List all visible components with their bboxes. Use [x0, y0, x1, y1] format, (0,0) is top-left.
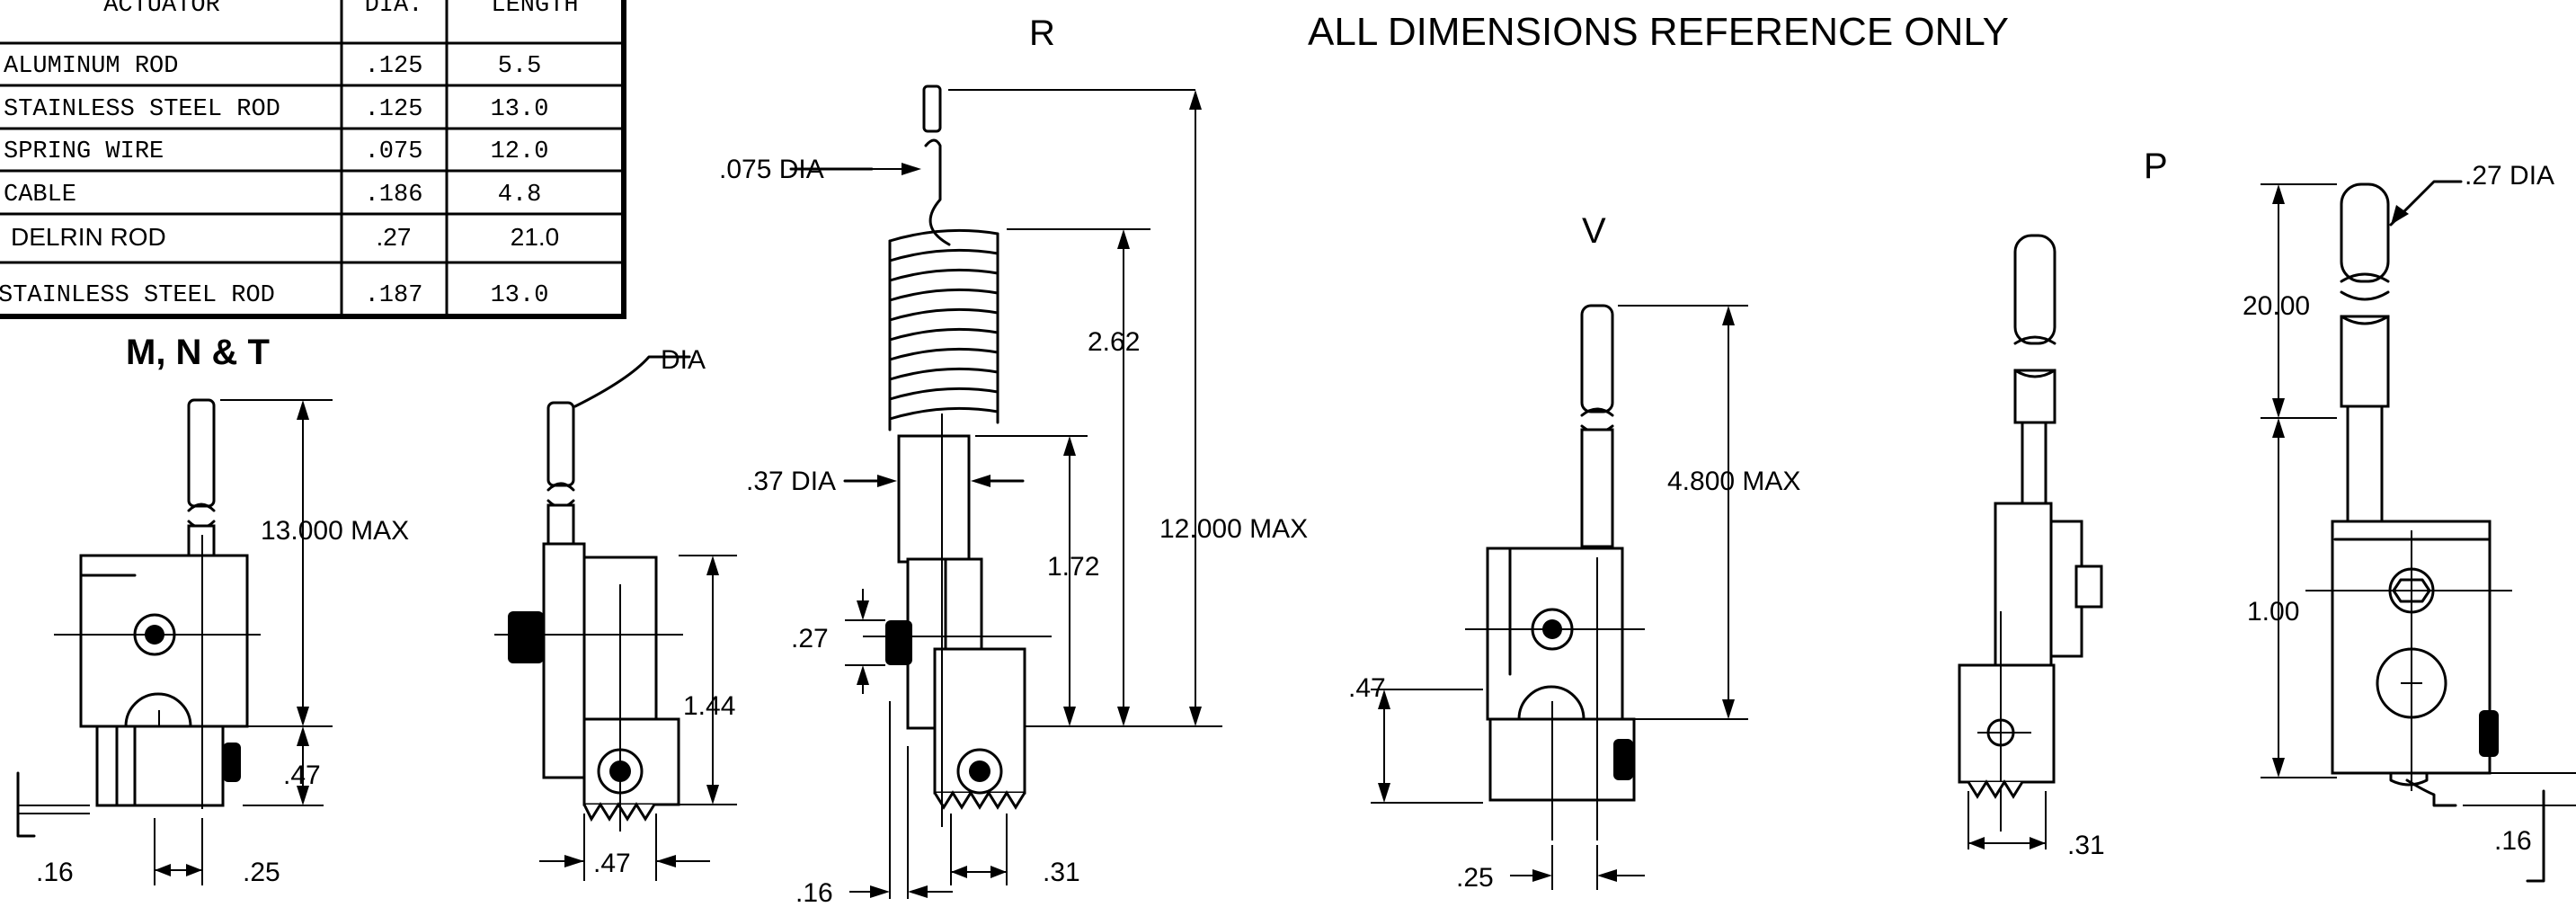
table-header-actuator: ACTUATOR	[103, 0, 220, 19]
dim-mnt-047: .47	[283, 760, 321, 790]
dim-mnt-025: .25	[243, 858, 280, 887]
table-cell: 13.0	[491, 282, 549, 309]
dim-r-031: .31	[1043, 858, 1080, 887]
dim-mnt-047-side: .47	[593, 849, 631, 878]
table-cell: 5.5	[498, 53, 542, 80]
table-header-dia: DIA.	[365, 0, 423, 19]
dim-mnt-016: .16	[36, 858, 74, 887]
view-v: V 4.800 MAX .47 .25	[1348, 211, 1800, 893]
view-title-r: R	[1029, 13, 1055, 53]
dim-p-2000: 20.00	[2243, 291, 2310, 321]
table-cell: 13.0	[491, 96, 549, 123]
view-p-front: P .27 DIA 20.00 1.00 .16	[2144, 147, 2576, 883]
table-cell: .075	[365, 138, 423, 165]
dim-mnt-144: 1.44	[683, 691, 735, 721]
dim-p-031: .31	[2067, 831, 2105, 860]
dim-r-016: .16	[795, 878, 833, 908]
table-cell: 4.8	[498, 182, 542, 209]
table-cell: STAINLESS STEEL ROD	[0, 282, 275, 309]
dim-mnt-length: 13.000 MAX	[261, 516, 409, 546]
table-cell: .125	[365, 96, 423, 123]
dim-p-100: 1.00	[2247, 597, 2299, 627]
view-title-mnt: M, N & T	[126, 333, 270, 372]
table-cell: .27	[377, 223, 412, 251]
view-p-side: .31	[1958, 234, 2105, 860]
table-cell: ALUMINUM ROD	[4, 53, 178, 80]
dim-r-027: .27	[791, 624, 829, 654]
dim-p-027dia: .27 DIA	[2465, 161, 2554, 191]
dim-r-262: 2.62	[1088, 327, 1140, 357]
dim-v-047: .47	[1348, 673, 1386, 703]
spring-coil	[888, 228, 999, 431]
table-cell: .187	[365, 282, 423, 309]
table-cell: 21.0	[511, 223, 560, 251]
view-mnt-front: M, N & T 13.000 MAX .47 .16	[16, 333, 409, 887]
dim-mnt-dia: DIA	[661, 345, 706, 375]
view-title-p: P	[2144, 147, 2168, 186]
dim-r-075dia: .075 DIA	[719, 155, 824, 184]
dim-r-172: 1.72	[1047, 552, 1099, 582]
view-mnt-side: DIA 1.44 .47	[494, 345, 737, 881]
dim-v-4800max: 4.800 MAX	[1667, 467, 1800, 496]
view-title-v: V	[1582, 211, 1606, 251]
reference-note: ALL DIMENSIONS REFERENCE ONLY	[1308, 10, 2009, 54]
table-cell: SPRING WIRE	[4, 138, 164, 165]
dim-v-025: .25	[1456, 863, 1494, 893]
dim-r-037dia: .37 DIA	[746, 467, 836, 496]
table-cell: .125	[365, 53, 423, 80]
table-cell: DELRIN ROD	[11, 223, 166, 251]
table-cell: .186	[365, 182, 423, 209]
table-header-length: LENGTH	[491, 0, 578, 19]
table-cell: CABLE	[4, 182, 76, 209]
table-cell: 12.0	[491, 138, 549, 165]
view-r: R .075 DIA 2.62 .37 DIA	[719, 13, 1308, 908]
table-cell: STAINLESS STEEL ROD	[4, 96, 280, 123]
dim-p-016: .16	[2494, 826, 2532, 856]
actuator-table: ACTUATOR DIA. LENGTH ALUMINUM ROD .125 5…	[0, 0, 626, 319]
dim-r-12000max: 12.000 MAX	[1159, 514, 1308, 544]
